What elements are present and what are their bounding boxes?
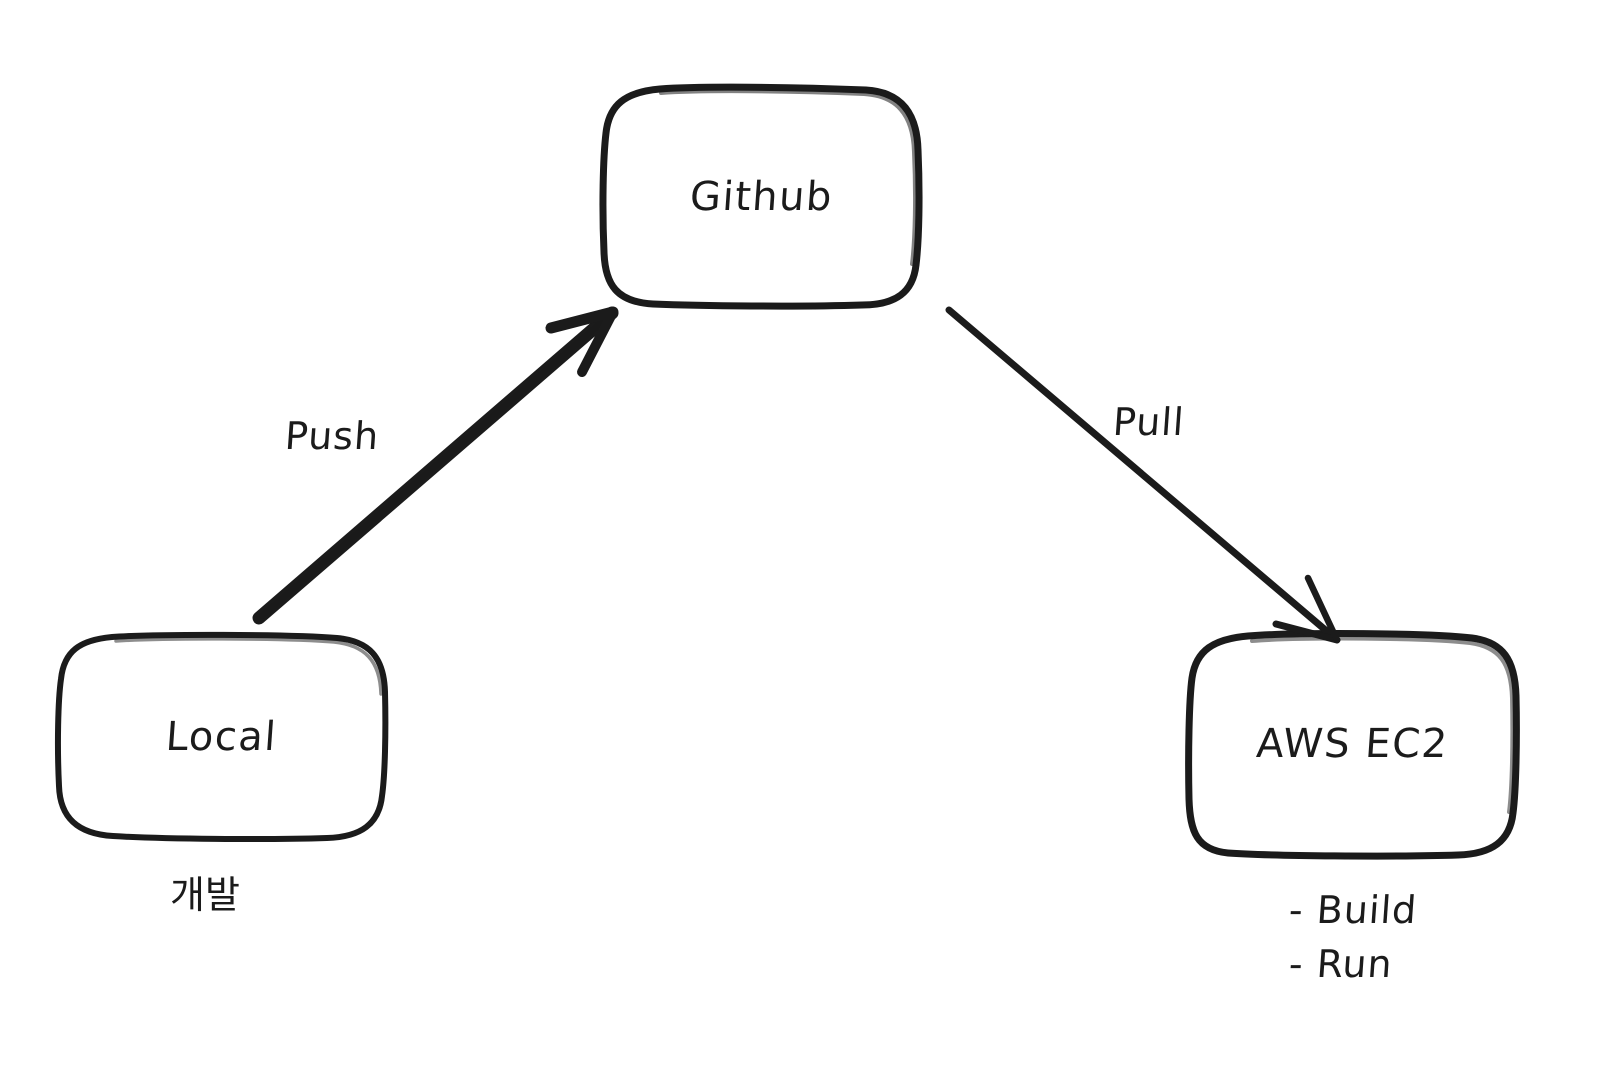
node-local[interactable]: Local xyxy=(58,635,385,838)
edge-arrow-push[interactable] xyxy=(252,306,619,625)
note-line-run: - Run xyxy=(1287,942,1395,986)
node-local-label: Local xyxy=(164,713,279,760)
note-line-build: - Build xyxy=(1287,888,1419,932)
node-aws-ec2-label: AWS EC2 xyxy=(1254,721,1451,767)
edge-label-pull: Pull xyxy=(1111,400,1186,444)
node-shape-local[interactable] xyxy=(54,631,389,843)
node-shape-github[interactable] xyxy=(599,83,923,310)
edge-arrow-pull[interactable] xyxy=(945,306,1341,644)
node-github-label: Github xyxy=(688,173,835,220)
node-aws-ec2-notes: - Build - Run xyxy=(1287,888,1419,986)
edge-label-push: Push xyxy=(283,414,381,458)
node-local-caption: 개발 xyxy=(170,873,240,917)
node-github[interactable]: Github xyxy=(605,88,918,305)
node-aws-ec2[interactable]: AWS EC2 xyxy=(1190,633,1515,855)
